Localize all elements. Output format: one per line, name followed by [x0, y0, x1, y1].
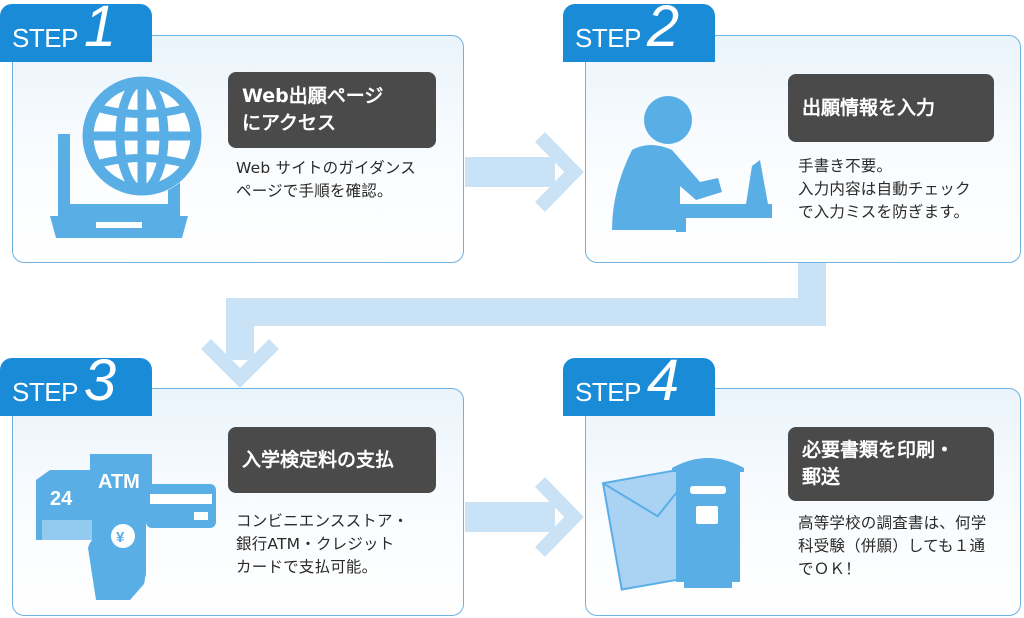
- step-2-tab: STEP 2: [563, 0, 715, 62]
- step-4-tab: STEP 4: [563, 352, 715, 416]
- step-2-description: 手書き不要。 入力内容は自動チェック で入力ミスを防ぎます。: [798, 157, 971, 221]
- atm-text: ATM: [98, 471, 140, 493]
- smartphone-icon: ¥: [100, 504, 146, 580]
- arrow-right-1: [465, 132, 584, 212]
- yen-text: ¥: [116, 529, 125, 546]
- step-2-title: 出願情報を入力: [788, 74, 994, 142]
- step-number: 1: [83, 0, 116, 59]
- step-label: STEP: [575, 377, 641, 407]
- step-4-description: 高等学校の調査書は、何学 科受験（併願）しても１通 でＯＫ！: [798, 514, 987, 578]
- step-1-title: Web出願ページ にアクセス: [228, 72, 436, 148]
- store-24-icon: 24: [36, 470, 100, 540]
- step-number: 3: [83, 348, 116, 413]
- step-label: STEP: [575, 23, 641, 53]
- store-hours-text: 24: [50, 488, 73, 510]
- step-3-tab: STEP 3: [0, 352, 152, 416]
- step-number: 2: [646, 0, 679, 59]
- step-4-title: 必要書類を印刷・ 郵送: [788, 427, 994, 501]
- arrow-right-2: [465, 477, 584, 557]
- step-1-tab: STEP 1: [0, 0, 152, 62]
- mailbox-icon: [672, 458, 744, 588]
- step-1-description: Web サイトのガイダンス ページで手順を確認。: [236, 159, 416, 200]
- step-number: 4: [646, 348, 679, 413]
- step-3-title: 入学検定料の支払: [228, 427, 436, 493]
- credit-card-icon: [146, 484, 216, 528]
- step-3-description: コンビニエンスストア・ 銀行ATM・クレジット カードで支払可能。: [236, 512, 409, 576]
- step-label: STEP: [12, 377, 78, 407]
- arrow-down-connector: [201, 262, 826, 388]
- step-label: STEP: [12, 23, 78, 53]
